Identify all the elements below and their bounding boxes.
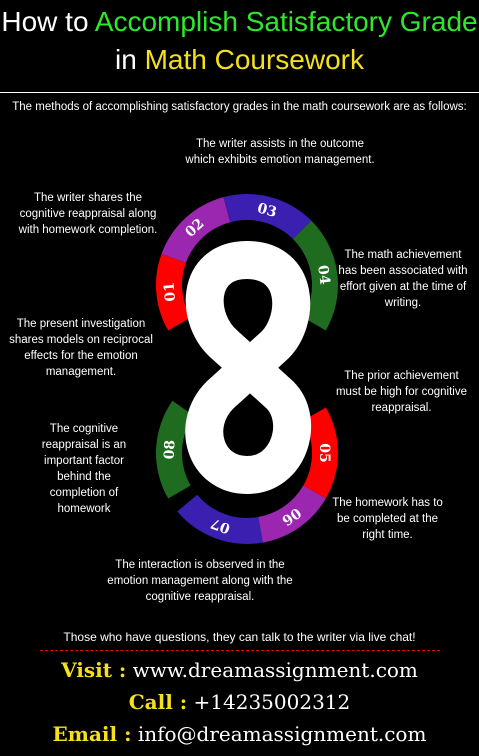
website-link[interactable]: www.dreamassignment.com	[132, 658, 418, 682]
segment-number-03: 03	[255, 200, 278, 220]
segment-number-04: 04	[314, 264, 332, 286]
title-line-1: How to Accomplish Satisfactory Grade	[0, 6, 479, 38]
email-row[interactable]: Email : info@dreamassignment.com	[0, 722, 479, 746]
ring-segment-06	[258, 485, 326, 543]
email-label: Email :	[52, 722, 132, 746]
phone-link[interactable]: +14235002312	[193, 690, 351, 714]
call-label: Call :	[128, 690, 188, 714]
note-05: The prior achievement must be high for c…	[335, 370, 468, 414]
center-loop-shape	[185, 241, 312, 494]
call-row[interactable]: Call : +14235002312	[0, 690, 479, 714]
ring-segment-07	[177, 494, 263, 544]
ring-segment-02	[161, 197, 231, 263]
note-08: The cognitive reappraisal is an importan…	[41, 423, 127, 515]
segment-number-01: 01	[161, 281, 179, 302]
note-01: The present investigation shares models …	[9, 318, 153, 378]
intro-text: The methods of accomplishing satisfactor…	[12, 101, 467, 113]
email-link[interactable]: info@dreamassignment.com	[137, 722, 427, 746]
note-02: The writer shares the cognitive reapprai…	[18, 192, 158, 236]
note-06: The homework has to be completed at the …	[332, 497, 443, 541]
visit-row[interactable]: Visit : www.dreamassignment.com	[0, 658, 479, 682]
title-prefix: How to	[1, 6, 89, 37]
note-03: The writer assists in the outcome which …	[185, 138, 375, 166]
ring-segment-03	[223, 194, 312, 240]
divider	[0, 92, 479, 93]
title-prefix-2: in	[115, 44, 137, 75]
segment-number-07: 07	[209, 515, 233, 537]
segment-number-05: 05	[316, 443, 332, 462]
segment-number-08: 08	[162, 440, 179, 460]
note-04: The math achievement has been associated…	[338, 249, 468, 309]
ring-segment-01	[155, 253, 191, 331]
chat-notice: Those who have questions, they can talk …	[63, 630, 416, 644]
dashed-divider	[40, 650, 440, 651]
ring-segment-04	[292, 220, 338, 331]
note-07: The interaction is observed in the emoti…	[107, 559, 293, 603]
title-line-2: in Math Coursework	[0, 44, 479, 76]
ring-segment-05	[303, 407, 338, 499]
ring-segment-08	[156, 400, 194, 499]
visit-label: Visit :	[61, 658, 127, 682]
title-highlight-2: Math Coursework	[144, 44, 364, 75]
title-highlight: Accomplish Satisfactory Grade	[94, 6, 478, 37]
